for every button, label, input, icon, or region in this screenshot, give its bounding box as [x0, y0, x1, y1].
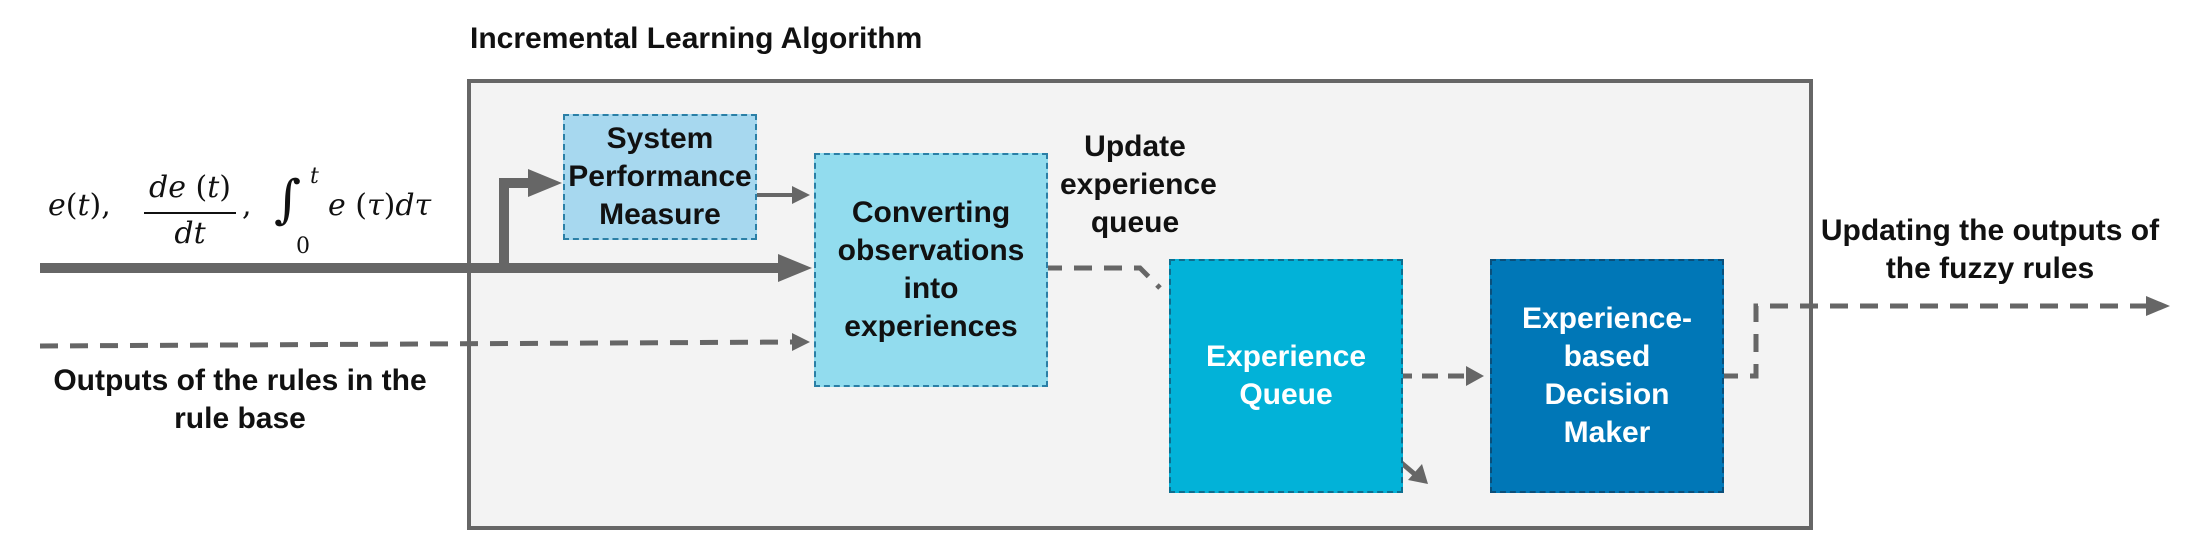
integral-lower-limit: 0 [296, 234, 310, 259]
converting-observations-box: Converting observations into experiences [814, 153, 1048, 387]
experience-queue-label: Experience Queue [1205, 340, 1367, 411]
performance-to-converting-arrowhead [792, 186, 810, 204]
container-title: Incremental Learning Algorithm [470, 22, 923, 55]
math-t: t [77, 188, 90, 223]
decision-maker-label: Experience-based Decision Maker [1521, 302, 1693, 449]
experience-queue-box: Experience Queue [1169, 259, 1403, 493]
integral-sign: ∫ [274, 170, 302, 230]
math-dt: dt [174, 216, 206, 251]
rule-update-output-line [1720, 303, 2150, 379]
updating-outputs-label: Updating the outputs of the fuzzy rules [1820, 214, 2160, 285]
math-dtau: dτ [395, 188, 432, 223]
update-queue-line [1044, 265, 1162, 290]
integral-upper-limit: t [310, 164, 319, 189]
rule-update-output-arrowhead [2146, 296, 2170, 316]
rule-outputs-arrowhead [792, 333, 810, 351]
system-performance-measure-label: System Performance Measure [568, 122, 752, 231]
converting-observations-label: Converting observations into experiences [837, 196, 1025, 343]
math-e: e [48, 188, 66, 223]
queue-to-decision-arrowhead [1466, 366, 1484, 386]
fraction-bar [144, 212, 236, 214]
input-signal-arrowhead [778, 254, 812, 282]
performance-branch-arrowhead [528, 169, 562, 197]
update-queue-label: Update experience queue [1060, 130, 1217, 239]
rule-outputs-line [39, 339, 797, 349]
math-tau: τ [367, 188, 384, 223]
decision-maker-box: Experience-based Decision Maker [1490, 259, 1724, 493]
rule-outputs-label: Outputs of the rules in the rule base [53, 364, 427, 435]
queue-output-arrowhead [1408, 464, 1428, 484]
system-performance-measure-box: System Performance Measure [563, 114, 757, 240]
math-t-2: t [207, 170, 220, 205]
math-de: de [149, 170, 186, 205]
input-signal-expressions: e(t), de (t) dt , ∫ t 0 e (τ)dτ [48, 164, 432, 259]
performance-branch-line [499, 178, 530, 268]
math-e-2: e [328, 188, 346, 223]
